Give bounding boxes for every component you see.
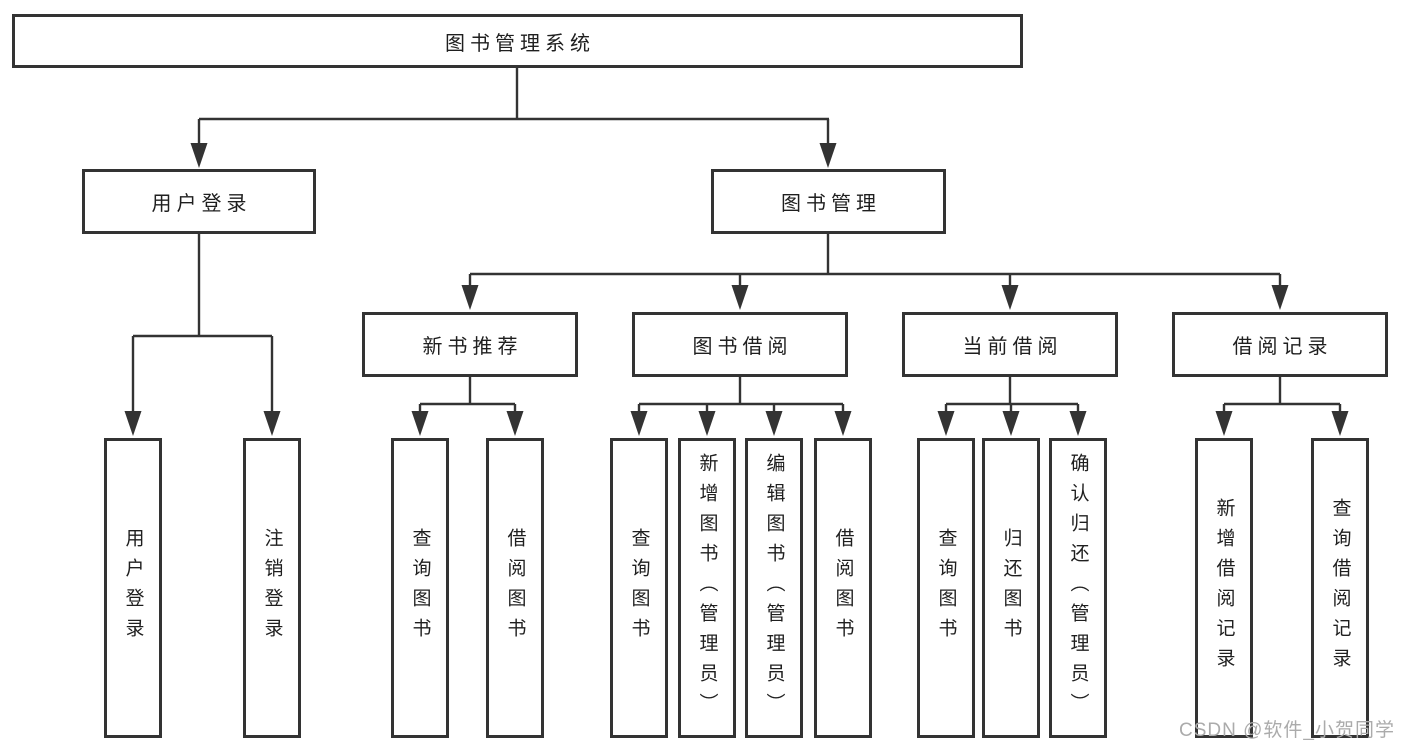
leaf-add-books-admin: 新增图书（管理员） (678, 438, 736, 738)
node-root-label: 图书管理系统 (445, 32, 595, 55)
leaf-add-borrow-record: 新增借阅记录 (1195, 438, 1253, 738)
arrow-down-icon (1069, 411, 1087, 436)
arrow-down-icon (698, 411, 716, 436)
arrow-down-icon (1215, 411, 1233, 436)
leaf-logout: 注销登录 (243, 438, 301, 738)
arrow-down-icon (834, 411, 852, 436)
leaf-return-books: 归还图书 (982, 438, 1040, 738)
leaf-user-login: 用户登录 (104, 438, 162, 738)
arrow-down-icon (731, 285, 749, 310)
arrow-down-icon (1271, 285, 1289, 310)
node-new-book-recommend: 新书推荐 (362, 312, 578, 377)
node-book-borrowing-label: 图书借阅 (692, 336, 793, 358)
arrow-down-icon (506, 411, 524, 436)
arrow-down-icon (124, 411, 142, 436)
arrow-down-icon (411, 411, 429, 436)
node-book-borrowing: 图书借阅 (632, 312, 848, 377)
leaf-borrow-books-1: 借阅图书 (486, 438, 544, 738)
arrow-down-icon (937, 411, 955, 436)
node-user-login-label: 用户登录 (151, 193, 252, 215)
leaf-query-borrow-record: 查询借阅记录 (1311, 438, 1369, 738)
arrow-down-icon (630, 411, 648, 436)
leaf-query-books-2: 查询图书 (610, 438, 668, 738)
arrow-down-icon (263, 411, 281, 436)
node-book-management-label: 图书管理 (781, 193, 881, 215)
arrow-down-icon (461, 285, 479, 310)
leaf-confirm-return-admin: 确认归还（管理员） (1049, 438, 1107, 738)
leaf-borrow-books-2: 借阅图书 (814, 438, 872, 738)
node-borrowing-records: 借阅记录 (1172, 312, 1388, 377)
arrow-down-icon (1331, 411, 1349, 436)
arrow-down-icon (765, 411, 783, 436)
node-current-borrowing: 当前借阅 (902, 312, 1118, 377)
node-user-login: 用户登录 (82, 169, 316, 234)
leaf-query-books-1: 查询图书 (391, 438, 449, 738)
csdn-watermark: CSDN @软件_小贺同学 (1179, 720, 1395, 741)
arrow-down-icon (190, 143, 208, 168)
node-current-borrowing-label: 当前借阅 (962, 336, 1063, 358)
node-borrowing-records-label: 借阅记录 (1232, 336, 1333, 358)
arrow-down-icon (1001, 285, 1019, 310)
leaf-query-books-3: 查询图书 (917, 438, 975, 738)
node-root: 图书管理系统 (12, 14, 1023, 68)
node-book-management: 图书管理 (711, 169, 946, 234)
arrow-down-icon (819, 143, 837, 168)
arrow-down-icon (1002, 411, 1020, 436)
node-new-book-recommend-label: 新书推荐 (422, 336, 523, 358)
leaf-edit-books-admin: 编辑图书（管理员） (745, 438, 803, 738)
